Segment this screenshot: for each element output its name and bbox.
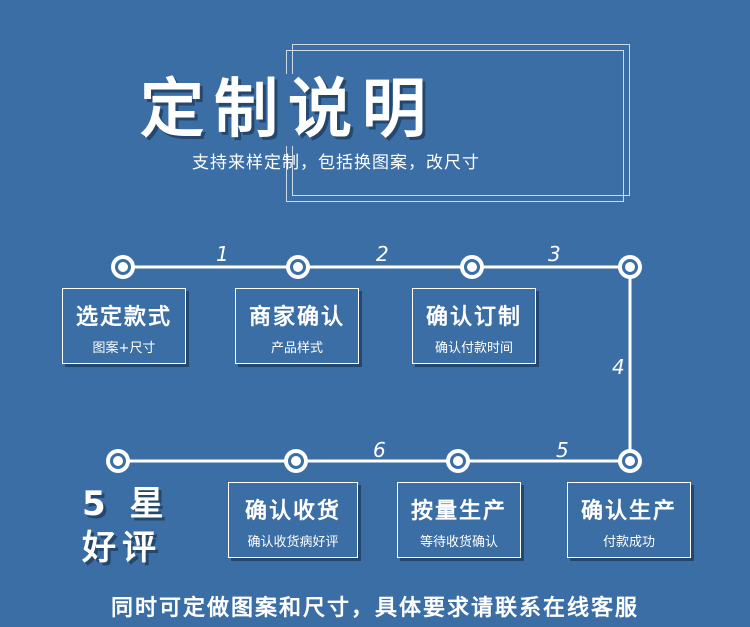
step-box-confirm-production: 确认生产 付款成功 — [567, 482, 691, 558]
five-star-rating: 5 星 好评 — [82, 482, 170, 570]
flow-node-5 — [618, 449, 642, 473]
step-number-4: 4 — [612, 355, 625, 379]
step-box-subtitle: 确认收货病好评 — [247, 535, 339, 550]
step-box-mass-production: 按量生产 等待收货确认 — [397, 482, 521, 558]
step-number-3: 3 — [548, 242, 561, 266]
step-box-choose-style: 选定款式 图案+尺寸 — [62, 288, 186, 364]
step-box-subtitle: 确认付款时间 — [434, 341, 513, 356]
page-subtitle: 支持来样定制，包括换图案，改尺寸 — [192, 153, 480, 173]
step-box-merchant-confirm: 商家确认 产品样式 — [235, 288, 359, 364]
step-box-subtitle: 付款成功 — [602, 535, 655, 550]
flow-node-8 — [106, 449, 130, 473]
step-box-subtitle: 图案+尺寸 — [92, 341, 156, 356]
title-backdrop — [130, 74, 460, 146]
step-box-title: 选定款式 — [75, 305, 172, 330]
step-box-confirm-order: 确认订制 确认付款时间 — [412, 288, 536, 364]
step-number-1: 1 — [216, 242, 229, 266]
step-box-title: 确认生产 — [580, 499, 677, 524]
footer-note: 同时可定做图案和尺寸，具体要求请联系在线客服 — [110, 596, 639, 621]
flow-node-4 — [618, 255, 642, 279]
page-title: 定制说明 — [140, 73, 436, 147]
step-box-title: 商家确认 — [248, 305, 345, 330]
step-box-title: 确认收货 — [244, 499, 341, 524]
step-number-6: 6 — [373, 438, 386, 462]
step-box-title: 确认订制 — [425, 305, 522, 330]
step-box-title: 按量生产 — [410, 499, 507, 524]
flow-node-6 — [446, 449, 470, 473]
step-number-2: 2 — [376, 242, 389, 266]
step-box-subtitle: 产品样式 — [270, 341, 323, 356]
rating-line-1: 5 星 — [82, 484, 170, 524]
flow-node-3 — [460, 255, 484, 279]
flow-node-2 — [286, 255, 310, 279]
flow-nodes — [106, 255, 642, 473]
step-box-confirm-receipt: 确认收货 确认收货病好评 — [228, 482, 358, 558]
flow-node-7 — [284, 449, 308, 473]
rating-line-2: 好评 — [82, 528, 162, 568]
step-box-subtitle: 等待收货确认 — [419, 535, 498, 550]
step-number-5: 5 — [556, 438, 569, 462]
flow-node-1 — [111, 255, 135, 279]
